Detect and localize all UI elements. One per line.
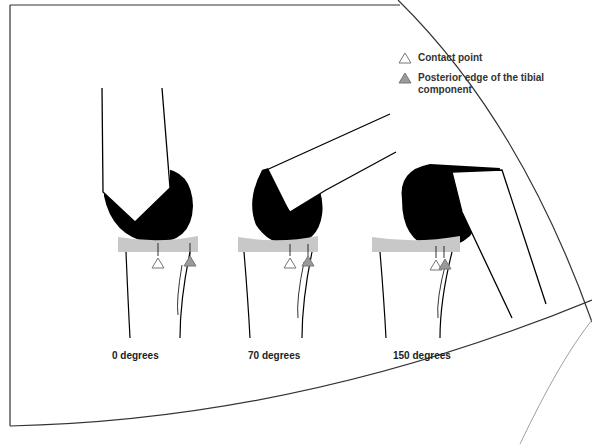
angle-label: 70 degrees: [248, 350, 300, 361]
slide-frame: [10, 0, 592, 444]
legend-text: Contact point: [418, 52, 568, 64]
legend-entry: Contact point: [398, 52, 568, 64]
legend-entry: Posterior edge of the tibial component: [398, 72, 568, 96]
knee-70-degrees: [238, 112, 396, 338]
legend-text: Posterior edge of the tibial component: [418, 72, 568, 96]
knee-0-degrees: [102, 88, 198, 338]
angle-label: 0 degrees: [112, 350, 159, 361]
legend-triangle: [398, 52, 412, 64]
knee-150-degrees: [372, 164, 546, 338]
angle-label: 150 degrees: [393, 350, 451, 361]
legend-triangle: [398, 72, 412, 84]
